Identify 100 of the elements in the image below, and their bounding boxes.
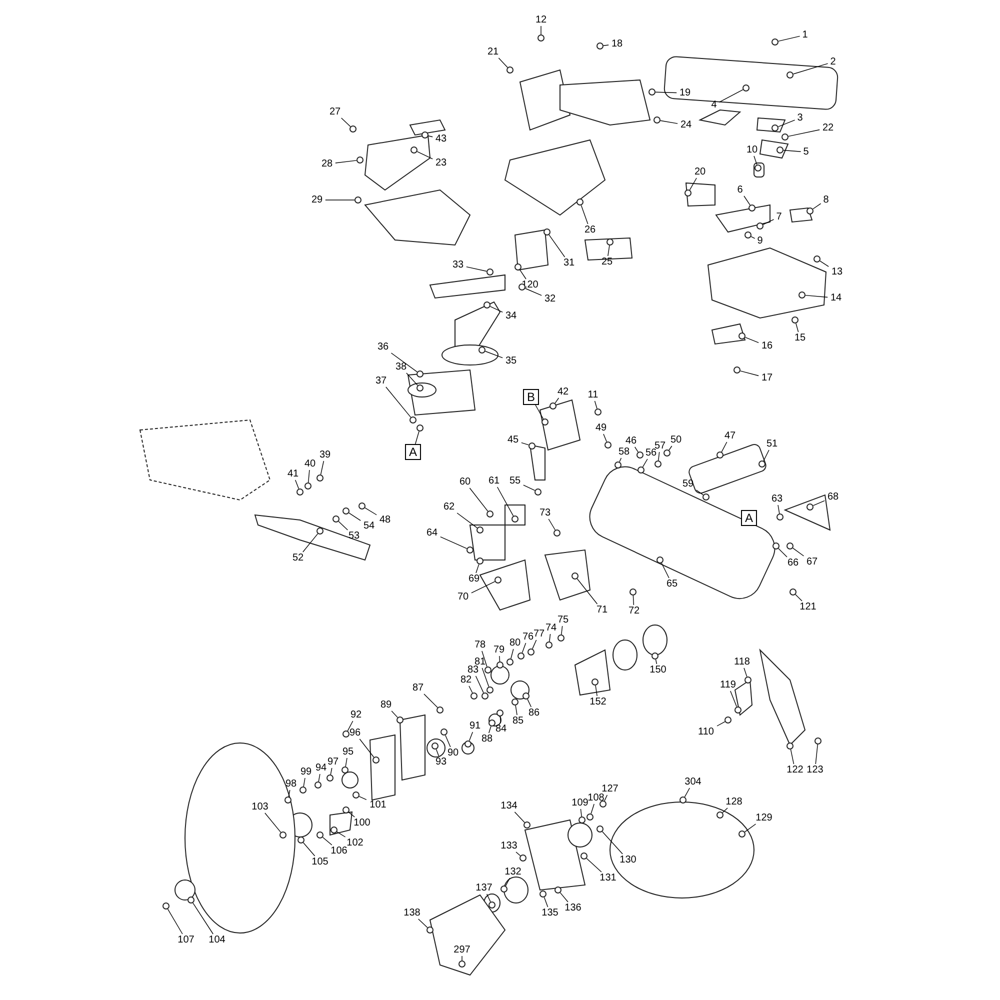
part-point [724,716,732,724]
leader-line [469,488,488,512]
part-point [470,692,478,700]
leader-line [510,648,514,659]
leader-line [532,640,537,650]
leader-line [475,676,484,694]
leader-line [358,796,367,800]
callout-number: 86 [528,708,540,718]
callout-number: 6 [737,184,743,196]
callout-number: 4 [711,100,717,110]
leader-line [535,404,544,420]
leader-line [544,896,548,908]
part-point [440,728,448,736]
callout-number: 130 [620,854,636,866]
callout-number: 36 [377,342,389,352]
callout-number: 15 [794,332,806,344]
leader-line [484,350,503,358]
callout-number: 22 [822,122,834,134]
callout-number: 64 [426,528,438,538]
leader-line [192,902,214,934]
callout-number: 25 [601,256,613,268]
leader-line [322,836,332,846]
part-point [544,228,550,236]
part-point [814,256,820,262]
leader-line [763,450,770,462]
leader-line [603,44,609,46]
callout-number: 50 [670,434,682,446]
leader-line [540,26,542,35]
leader-line [604,794,608,802]
part-point [534,488,542,496]
leader-line [416,151,433,160]
leader-line [696,490,704,496]
part-point [356,156,364,164]
leader-line [815,744,818,764]
leader-line [456,512,478,528]
part-point [576,198,584,206]
leader-line [264,812,282,833]
callout-number: 60 [459,476,471,488]
leader-line [428,136,433,138]
part-point [522,692,530,700]
leader-line [471,581,496,594]
leader-line [762,219,774,225]
leader-line [488,726,492,734]
leader-line [440,536,468,549]
callout-number: 61 [488,476,500,486]
leader-line [468,732,474,742]
callout-number: 65 [666,578,678,590]
leader-line [602,831,623,854]
part-point [506,658,514,666]
leader-line [668,446,672,450]
callout-number: 53 [348,530,360,542]
callout-number: 19 [679,88,691,98]
part-point [738,332,746,340]
callout-number: 75 [557,614,569,626]
leader-line [514,812,525,823]
callout-number: 32 [544,294,556,304]
leader-line [580,204,588,224]
leader-line [418,918,428,928]
leader-line [468,686,473,694]
leader-line [548,234,566,258]
leader-line [347,720,354,732]
leader-line [590,804,594,814]
callout-number: 34 [505,310,517,322]
leader-line [561,626,563,635]
callout-number: 119 [720,680,736,690]
callout-number: 77 [533,628,545,640]
leader-line [476,564,480,574]
leader-line [619,458,622,462]
part-point [512,698,518,706]
callout-number: 40 [304,458,316,470]
part-point [594,408,602,416]
leader-line [364,507,377,516]
callout-number: 82 [460,674,472,686]
part-point [664,450,670,456]
part-point [284,796,292,804]
part-point [426,926,434,934]
callout-number: 59 [682,478,694,490]
leader-line [718,89,744,103]
callout-number: 28 [321,158,333,170]
leader-line [499,656,500,662]
callout-number: 18 [611,38,623,50]
callout-number: 16 [761,340,773,352]
leader-line [661,562,670,578]
callout-number: 20 [694,166,706,178]
part-point [352,792,360,798]
leader-line [740,370,759,376]
callout-number: 91 [469,720,481,732]
part-point [332,516,340,522]
callout-number: 118 [734,656,750,668]
callout-number: 5 [803,146,809,158]
part-point [496,662,504,668]
callout-number: 35 [505,356,517,366]
callout-number: 92 [350,710,362,720]
callout-number: 101 [370,800,386,810]
callout-number: 136 [564,902,582,914]
leader-line [490,306,503,312]
callout-number: 11 [588,390,598,400]
leader-line [414,431,420,444]
part-point [466,546,474,554]
leader-line [730,690,738,708]
